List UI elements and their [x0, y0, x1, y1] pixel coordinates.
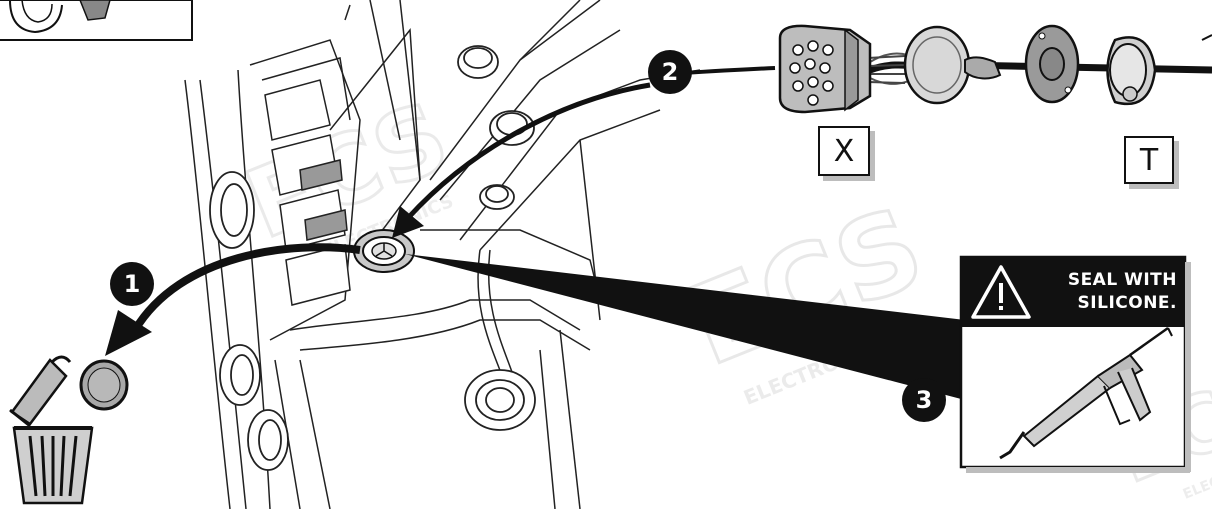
warning-line-1: SEAL WITH: [1067, 270, 1177, 290]
socket-t: [1106, 34, 1212, 106]
silicone-gun-icon: [999, 326, 1173, 460]
socket-t-label: T: [1124, 136, 1174, 184]
step-1-badge: 1: [110, 262, 154, 306]
step-3-badge: 3: [902, 378, 946, 422]
socket-t-label-text: T: [1139, 142, 1159, 178]
warning-text: SEAL WITH SILICONE.: [1068, 269, 1177, 315]
seal-pointer-wedge: [405, 254, 965, 400]
connector-x-label-text: X: [833, 133, 855, 169]
warning-triangle-overlay: [971, 265, 1031, 319]
body-holes: [209, 45, 536, 471]
removed-cap: [79, 359, 129, 411]
mounting-flange: [1024, 24, 1080, 104]
trash-bin-icon: [9, 355, 94, 505]
removal-arrow: [105, 243, 361, 356]
body-vents: [264, 79, 351, 306]
grommet-seal: [903, 25, 1002, 105]
connector-x: [778, 24, 872, 114]
step-2-badge: 2: [648, 50, 692, 94]
connector-x-label: X: [818, 126, 870, 176]
wheel-inset: [0, 0, 193, 41]
warning-line-2: SILICONE.: [1077, 293, 1177, 313]
grommet-target: [353, 229, 415, 273]
